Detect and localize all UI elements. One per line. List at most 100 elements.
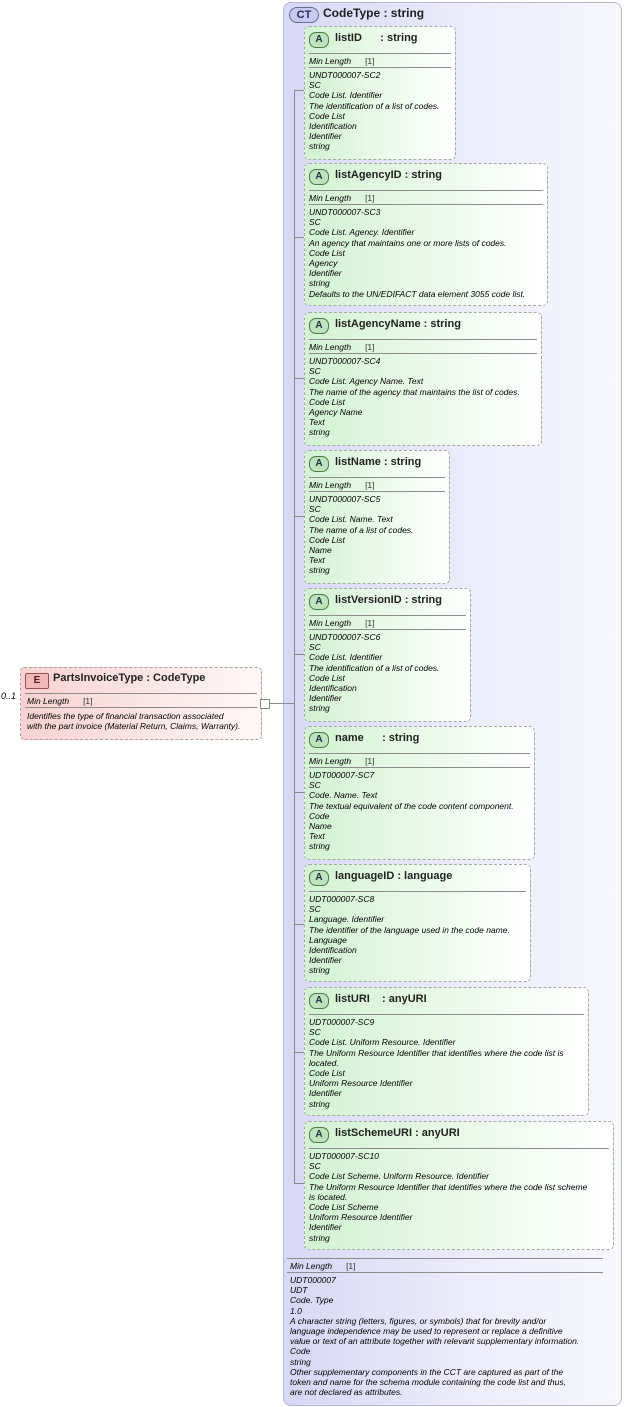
- attribute-name: name : string: [335, 732, 420, 744]
- doc-line: The identifier of the language used in t…: [309, 924, 510, 935]
- attribute-listschemeuri[interactable]: A listSchemeURI : anyURI UDT000007-SC10 …: [304, 1121, 614, 1250]
- attribute-listagencyname[interactable]: A listAgencyName : string Min Length[1] …: [304, 312, 542, 446]
- complex-type-title[interactable]: CodeType : string: [323, 6, 425, 20]
- attribute-documentation: UDT000007-SC8 SC Language. Identifier Th…: [309, 894, 528, 976]
- attribute-listagencyid[interactable]: A listAgencyID : string Min Length[1] UN…: [304, 163, 548, 306]
- doc-line: The Uniform Resource Identifier that ide…: [309, 1047, 564, 1058]
- attribute-documentation: UNDT000007-SC6 SC Code List. Identifier …: [309, 632, 468, 714]
- facet-value: [1]: [83, 696, 93, 706]
- doc-line: Identifier: [309, 131, 342, 142]
- divider: [309, 1148, 609, 1149]
- doc-line: Code: [290, 1346, 311, 1357]
- facet-value: [1]: [365, 618, 375, 628]
- attribute-name: listSchemeURI : anyURI: [335, 1127, 460, 1139]
- doc-line: Name: [309, 821, 332, 832]
- divider: [309, 67, 451, 68]
- divider: [309, 353, 537, 354]
- doc-line: Text: [309, 831, 325, 842]
- doc-line: UDT: [290, 1285, 308, 1296]
- attribute-name-codename[interactable]: A name : string Min Length[1] UDT000007-…: [304, 726, 535, 860]
- doc-line: Code. Name. Text: [309, 790, 378, 801]
- doc-line: Identifier: [309, 693, 342, 704]
- doc-line: Code List: [309, 247, 345, 258]
- facet-label: Min Length: [309, 193, 352, 203]
- doc-line: Code List: [309, 1068, 345, 1079]
- attribute-name: languageID : language: [335, 870, 453, 882]
- facet-label: Min Length: [309, 480, 352, 490]
- attribute-tree-trunk: [294, 90, 295, 1183]
- doc-line: Code List. Uniform Resource. Identifier: [309, 1037, 456, 1048]
- doc-line: Identifier: [309, 1222, 342, 1233]
- attribute-branch-line: [294, 924, 304, 925]
- doc-line: string: [309, 1232, 330, 1243]
- attribute-documentation: UNDT000007-SC4 SC Code List. Agency Name…: [309, 356, 539, 438]
- attribute-languageid[interactable]: A languageID : language UDT000007-SC8 SC…: [304, 864, 531, 982]
- attribute-name: listAgencyName : string: [335, 318, 461, 330]
- doc-line: Other supplementary components in the CC…: [290, 1366, 564, 1377]
- divider: [309, 53, 451, 54]
- doc-line: Code List Scheme. Uniform Resource. Iden…: [309, 1171, 489, 1182]
- doc-line: Identification: [309, 945, 357, 956]
- sequence-connector-icon[interactable]: [260, 699, 270, 709]
- doc-line: SC: [309, 780, 321, 791]
- doc-line: UNDT000007-SC4: [309, 356, 381, 366]
- attribute-listname[interactable]: A listName : string Min Length[1] UNDT00…: [304, 450, 450, 584]
- attribute-documentation: UDT000007-SC7 SC Code. Name. Text The te…: [309, 770, 532, 852]
- facet-value: [1]: [365, 342, 375, 352]
- element-connector-line: [268, 703, 294, 704]
- doc-line: Text: [309, 417, 325, 428]
- doc-line: string: [290, 1356, 311, 1367]
- doc-line: SC: [309, 217, 321, 228]
- attribute-name: listName : string: [335, 456, 422, 468]
- attribute-badge: A: [309, 1127, 329, 1143]
- facet-value: [1]: [365, 193, 375, 203]
- element-partsinvoicetype[interactable]: E PartsInvoiceType : CodeType Min Length…: [20, 667, 262, 740]
- doc-line: The identification of a list of codes.: [309, 662, 440, 673]
- doc-line: An agency that maintains one or more lis…: [309, 237, 507, 248]
- doc-line: Defaults to the UN/EDIFACT data element …: [309, 288, 526, 299]
- doc-line: string: [309, 278, 330, 289]
- attribute-listid[interactable]: A listID : string Min Length[1] UNDT0000…: [304, 26, 456, 160]
- doc-line: Text: [309, 555, 325, 566]
- attribute-listversionid[interactable]: A listVersionID : string Min Length[1] U…: [304, 588, 471, 722]
- divider: [309, 204, 543, 205]
- attribute-listuri[interactable]: A listURI : anyURI UDT000007-SC9 SC Code…: [304, 987, 589, 1116]
- doc-line: SC: [309, 1027, 321, 1038]
- attribute-badge: A: [309, 32, 329, 48]
- doc-line: UNDT000007-SC2: [309, 70, 381, 80]
- doc-line: Identification: [309, 683, 357, 694]
- doc-line: string: [309, 703, 330, 714]
- attribute-badge: A: [309, 993, 329, 1009]
- doc-line: Uniform Resource Identifier: [309, 1078, 413, 1089]
- doc-line: Name: [309, 545, 332, 556]
- facet-value: [1]: [346, 1261, 356, 1271]
- attribute-branch-line: [294, 1052, 304, 1053]
- attribute-name: listVersionID : string: [335, 594, 442, 606]
- facet-label: Min Length: [27, 696, 70, 706]
- divider: [287, 1272, 603, 1273]
- divider: [25, 707, 257, 708]
- attribute-documentation: UDT000007-SC9 SC Code List. Uniform Reso…: [309, 1017, 586, 1109]
- element-name: PartsInvoiceType : CodeType: [53, 672, 206, 684]
- attribute-branch-line: [294, 792, 304, 793]
- doc-line: value or text of an attribute together w…: [290, 1336, 580, 1347]
- doc-line: SC: [309, 642, 321, 653]
- attribute-branch-line: [294, 516, 304, 517]
- doc-line: Language: [309, 934, 347, 945]
- facet-value: [1]: [365, 756, 375, 766]
- doc-line: string: [309, 841, 330, 852]
- doc-line: UDT000007-SC9: [309, 1017, 375, 1027]
- facet-min-length: Min Length[1]: [309, 756, 375, 766]
- divider: [309, 491, 445, 492]
- doc-line: Uniform Resource Identifier: [309, 1212, 413, 1223]
- doc-line: Code List: [309, 110, 345, 121]
- doc-line: string: [309, 1098, 330, 1109]
- doc-line: Code List: [309, 534, 345, 545]
- doc-line: with the part invoice (Material Return, …: [27, 721, 241, 732]
- doc-line: UDT000007-SC7: [309, 770, 375, 780]
- doc-line: The textual equivalent of the code conte…: [309, 800, 514, 811]
- doc-line: Code List: [309, 396, 345, 407]
- doc-line: UDT000007-SC8: [309, 894, 375, 904]
- divider: [309, 615, 466, 616]
- facet-label: Min Length: [290, 1261, 333, 1271]
